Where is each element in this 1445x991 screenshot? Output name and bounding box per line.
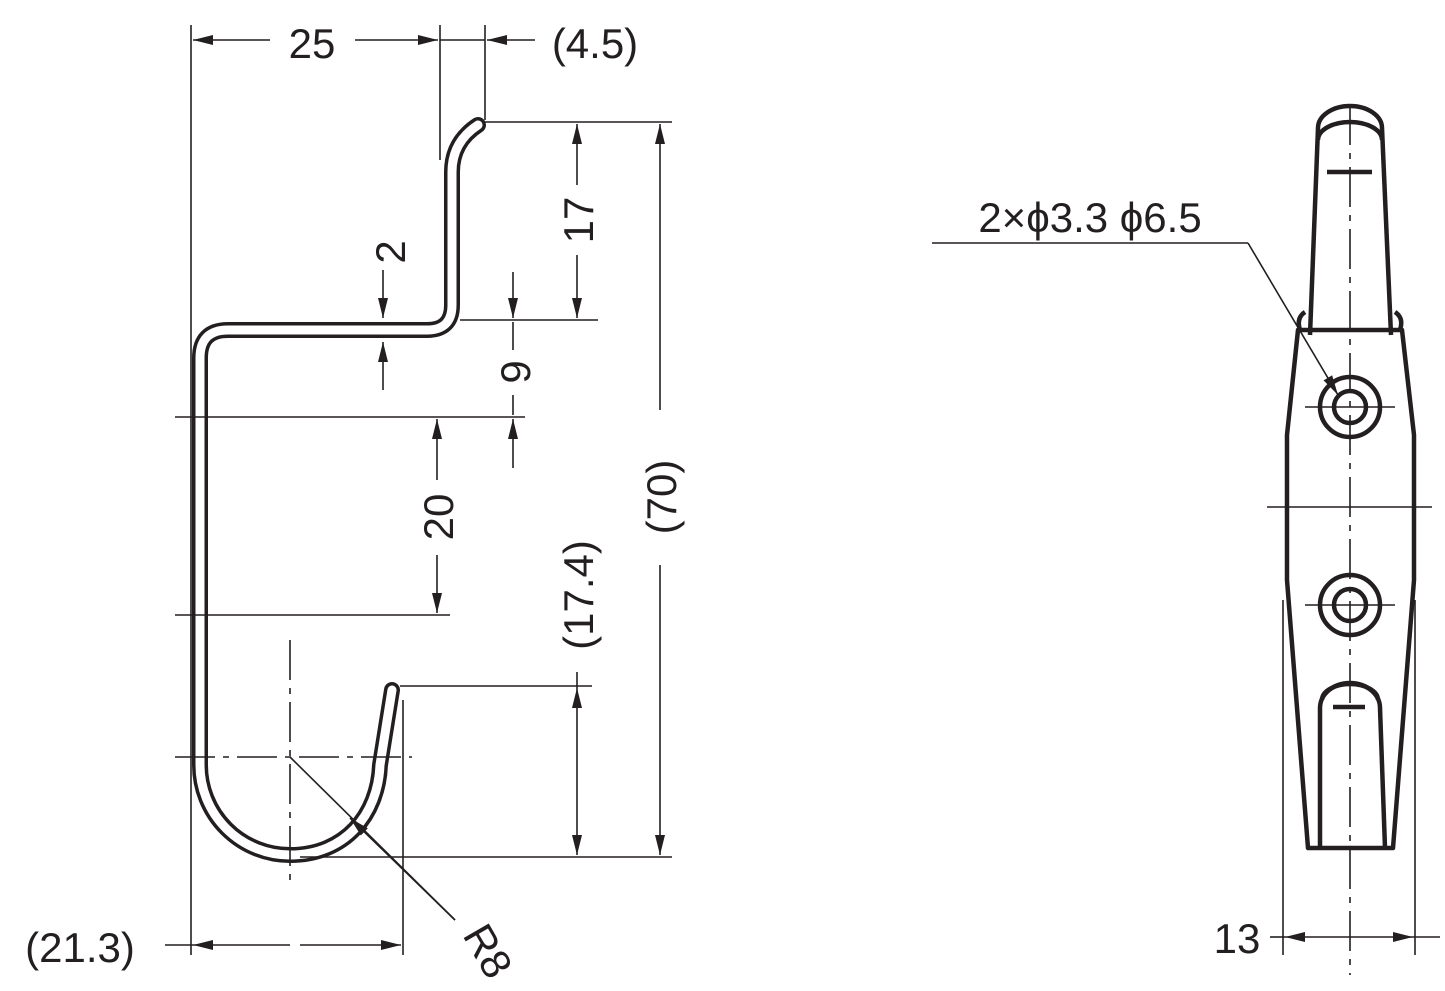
hook-side-view [192,117,486,863]
dim-hole-pitch: 20 [415,494,462,541]
dim-width-top: 25 [289,20,336,67]
mounting-hole-lower-icon [1305,572,1395,638]
dim-wire-thickness: 2 [367,240,414,263]
dim-hook-depth: (17.4) [555,540,602,650]
dim-hook-width: (21.3) [25,924,135,971]
dim-step: 9 [492,360,539,383]
mounting-hole-upper-icon [1305,374,1395,440]
hook-front-view [932,103,1440,975]
dim-upper-drop: 17 [555,197,602,244]
dim-radius: R8 [454,916,522,986]
dim-holes: 2×ϕ3.3 ϕ6.5 [978,194,1201,241]
dim-total-height: (70) [638,460,685,535]
extension-lines [175,25,672,955]
dim-front-width: 13 [1214,915,1261,962]
dim-tip-offset: (4.5) [552,20,638,67]
dimension-lines [165,35,665,950]
